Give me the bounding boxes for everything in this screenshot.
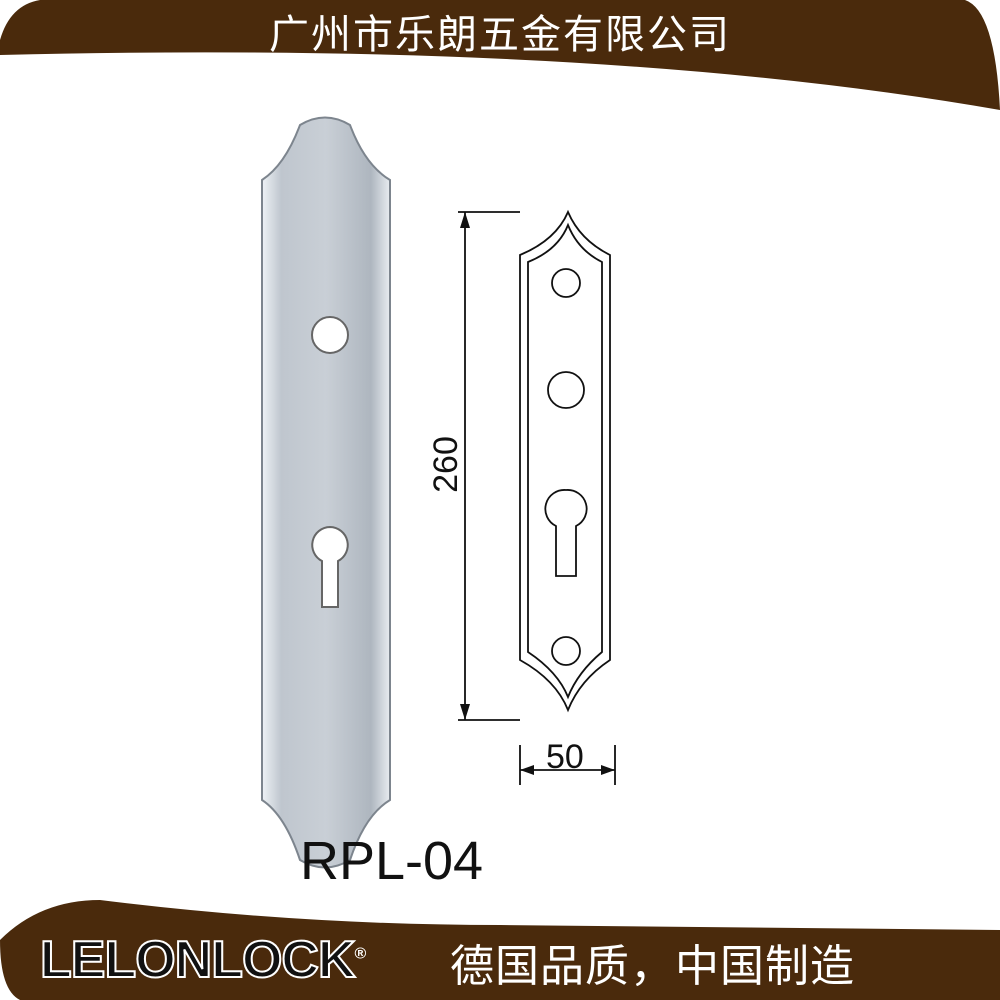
model-number: RPL-04 (300, 831, 484, 891)
brand-logo: LELONLOCK® (39, 930, 367, 990)
width-dimension: 50 (546, 738, 584, 776)
registered-mark: ® (354, 945, 367, 963)
company-name: 广州市乐朗五金有限公司 (269, 12, 731, 58)
plate-drawing (458, 209, 616, 785)
brand-name: LELONLOCK (39, 930, 357, 990)
slogan: 德国品质，中国制造 (450, 941, 855, 992)
height-dimension: 260 (426, 436, 465, 493)
header-banner (0, 0, 1000, 110)
plate-photo (261, 116, 391, 869)
footer-banner (0, 900, 1000, 1000)
